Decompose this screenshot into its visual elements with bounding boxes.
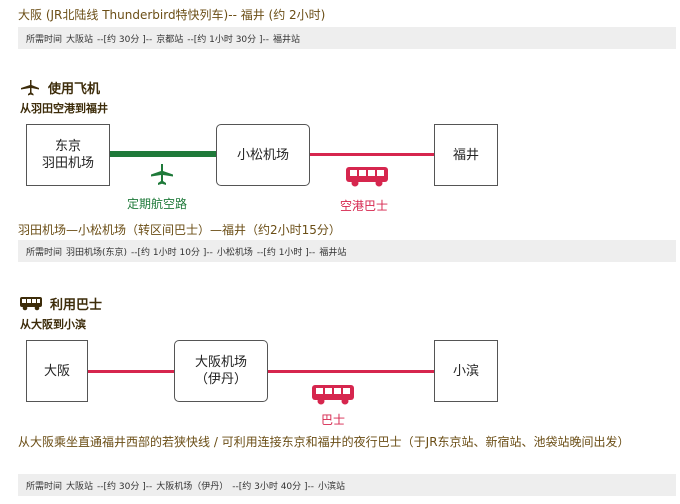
time-stop: 大阪站 [66, 34, 94, 45]
bus-time-bar: 所需时间 大阪站 --[约 30分 ]-- 大阪机场（伊丹） --[约 3小时 … [18, 474, 676, 496]
time-duration: --[约 30分 ]-- [97, 34, 153, 45]
node-osaka: 大阪 [26, 340, 88, 402]
bus-route-line [310, 153, 435, 156]
time-stop: 小松机场 [216, 247, 253, 258]
bus-route-label: 空港巴士 [340, 199, 389, 213]
node-haneda: 东京 羽田机场 [26, 124, 110, 186]
bus-icon [20, 296, 42, 310]
time-duration: --[约 3小时 40分 ]-- [232, 481, 315, 492]
node-fukui: 福井 [434, 124, 498, 186]
time-stop: 福井站 [319, 247, 347, 258]
time-duration: --[约 30分 ]-- [97, 481, 153, 492]
time-label: 所需时间 [26, 247, 63, 258]
air-route-line [110, 151, 217, 157]
airplane-icon [151, 164, 173, 185]
air-route-label: 定期航空路 [127, 197, 188, 211]
time-stop: 京都站 [156, 34, 184, 45]
plane-time-bar: 所需时间 羽田机场(东京) --[约 1小时 10分 ]-- 小松机场 --[约… [18, 240, 676, 262]
section-title-text: 使用飞机 [48, 82, 101, 97]
time-stop: 羽田机场(东京) [66, 247, 128, 258]
node-itami: 大阪机场 （伊丹） [174, 340, 268, 402]
time-label: 所需时间 [26, 481, 63, 492]
bus-icon [312, 385, 354, 405]
bus-icon [346, 167, 388, 187]
plane-section-subtitle: 从羽田空港到福井 [20, 102, 108, 115]
time-duration: --[约 1小时 30分 ]-- [187, 34, 270, 45]
time-stop: 大阪机场（伊丹） [156, 481, 229, 492]
time-duration: --[约 1小时 ]-- [256, 247, 316, 258]
bus-route-line [268, 370, 435, 373]
bus-section-subtitle: 从大阪到小滨 [20, 318, 86, 331]
bus-route-line [88, 370, 175, 373]
node-obama: 小滨 [434, 340, 498, 402]
node-komatsu: 小松机场 [216, 124, 310, 186]
time-stop: 福井站 [273, 34, 301, 45]
time-duration: --[约 1小时 10分 ]-- [131, 247, 213, 258]
train-route-text: 大阪 (JR北陆线 Thunderbird特快列车)-- 福井 (约 2小时) [18, 8, 326, 22]
plane-section-title: 使用飞机 [20, 78, 100, 97]
plane-route-text: 羽田机场—小松机场（转区间巴士）—福井（约2小时15分） [18, 223, 341, 237]
time-stop: 大阪站 [66, 481, 94, 492]
bus-leg-label: 巴士 [321, 413, 346, 427]
bus-route-text: 从大阪乘坐直通福井西部的若狭快线 / 可利用连接东京和福井的夜行巴士（于JR东京… [18, 435, 630, 449]
time-stop: 小滨站 [318, 481, 346, 492]
section-title-text: 利用巴士 [50, 298, 103, 313]
airplane-icon [21, 79, 39, 95]
bus-section-title: 利用巴士 [20, 294, 102, 313]
time-label: 所需时间 [26, 34, 63, 45]
train-time-bar: 所需时间 大阪站 --[约 30分 ]-- 京都站 --[约 1小时 30分 ]… [18, 27, 676, 49]
